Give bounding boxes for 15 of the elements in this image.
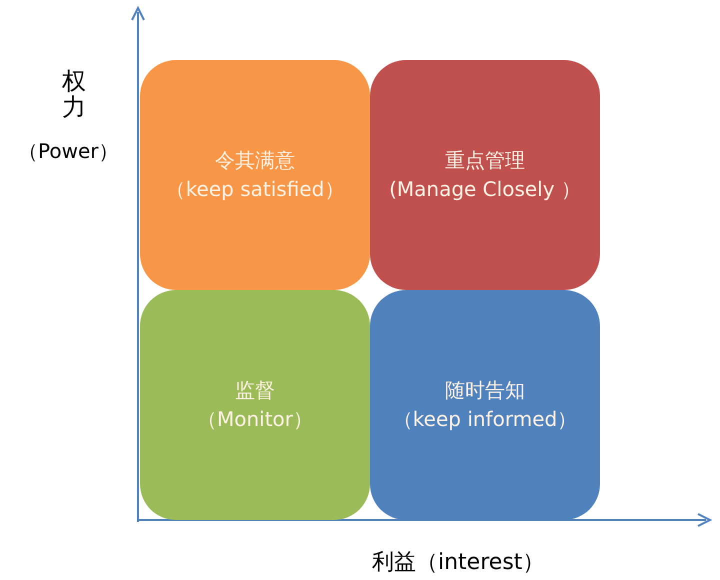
quadrant-title: 令其满意 bbox=[215, 148, 295, 173]
quadrant-title: 重点管理 bbox=[445, 148, 525, 173]
axis-label: 利益（interest） bbox=[372, 549, 544, 577]
quadrant-box bbox=[370, 290, 600, 520]
quadrant-subtitle: （keep satisfied） bbox=[166, 177, 344, 202]
quadrant-subtitle: （Monitor） bbox=[196, 407, 314, 432]
axis-label: （Power） bbox=[18, 138, 118, 165]
axis-label: 权力 bbox=[62, 68, 86, 121]
quadrant-box bbox=[140, 60, 370, 290]
quadrant-title: 监督 bbox=[235, 378, 275, 403]
quadrant-box bbox=[140, 290, 370, 520]
quadrant-box bbox=[370, 60, 600, 290]
quadrant-subtitle: （keep informed） bbox=[392, 407, 578, 432]
quadrant-subtitle: (Manage Closely ） bbox=[389, 177, 581, 202]
quadrant-title: 随时告知 bbox=[445, 378, 525, 403]
